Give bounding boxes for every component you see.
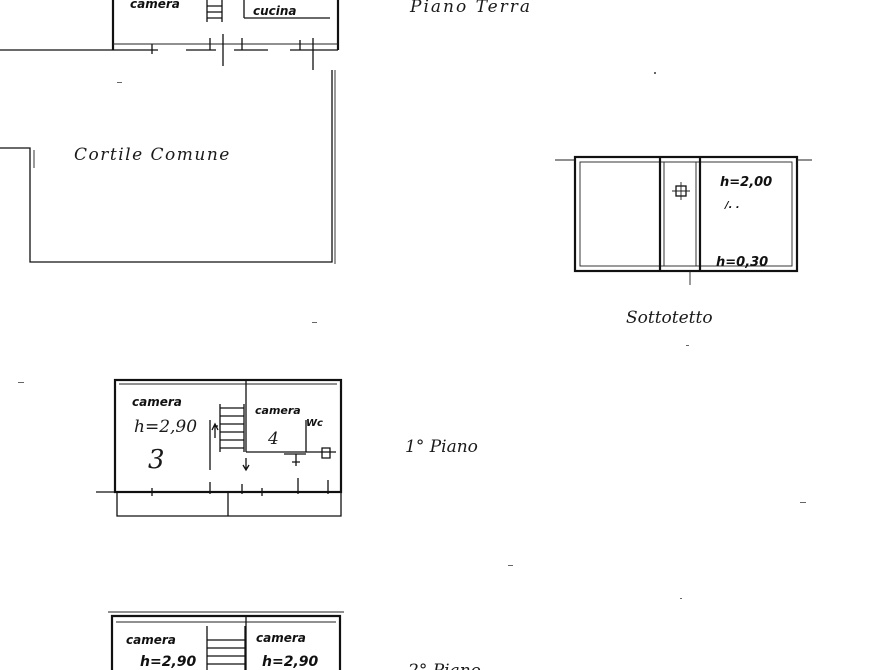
courtyard-label: Cortile Comune (74, 145, 231, 165)
first-room-3-number: 3 (148, 445, 165, 475)
first-stair-icon (209, 404, 250, 472)
attic-hatch-icon (672, 182, 690, 200)
second-stair-icon (206, 626, 246, 670)
second-room-left-height: h=2,90 (140, 654, 196, 670)
first-wc-fixture-icon (284, 447, 331, 466)
first-room-4-number: 4 (267, 429, 279, 449)
ground-floor-title: Piano Terra (409, 0, 532, 17)
ground-floor-plan: camera cucina Piano Terra (0, 0, 532, 70)
ground-room-cucina-label: cucina (253, 4, 297, 18)
attic-plan: h=2,00 /. . h=0,30 Sottotetto (555, 155, 812, 328)
first-room-3-height: h=2,90 (134, 417, 197, 437)
second-room-right-name: camera (256, 631, 306, 645)
first-floor-title: 1° Piano (405, 437, 478, 457)
first-wc-label: Wc (306, 418, 323, 429)
second-floor-title: 2° Piano (407, 661, 481, 670)
attic-title: Sottotetto (626, 308, 713, 328)
first-room-4-name: camera (255, 404, 301, 417)
first-room-3-name: camera (132, 395, 182, 409)
attic-height-min: h=0,30 (716, 255, 768, 270)
attic-mark: /. . (724, 200, 740, 211)
second-floor-plan: camera h=2,90 camera h=2,90 2° Piano (108, 611, 481, 670)
first-floor-plan: camera h=2,90 3 camera Wc 4 1° Piano (96, 378, 478, 517)
second-room-right-height: h=2,90 (262, 654, 318, 670)
ground-room-camera-label: camera (130, 0, 180, 11)
second-room-left-name: camera (126, 633, 176, 647)
courtyard-plan: Cortile Comune (0, 70, 336, 264)
scan-specks (18, 72, 806, 599)
ground-stair-icon (206, 0, 223, 22)
attic-height-max: h=2,00 (720, 175, 772, 190)
